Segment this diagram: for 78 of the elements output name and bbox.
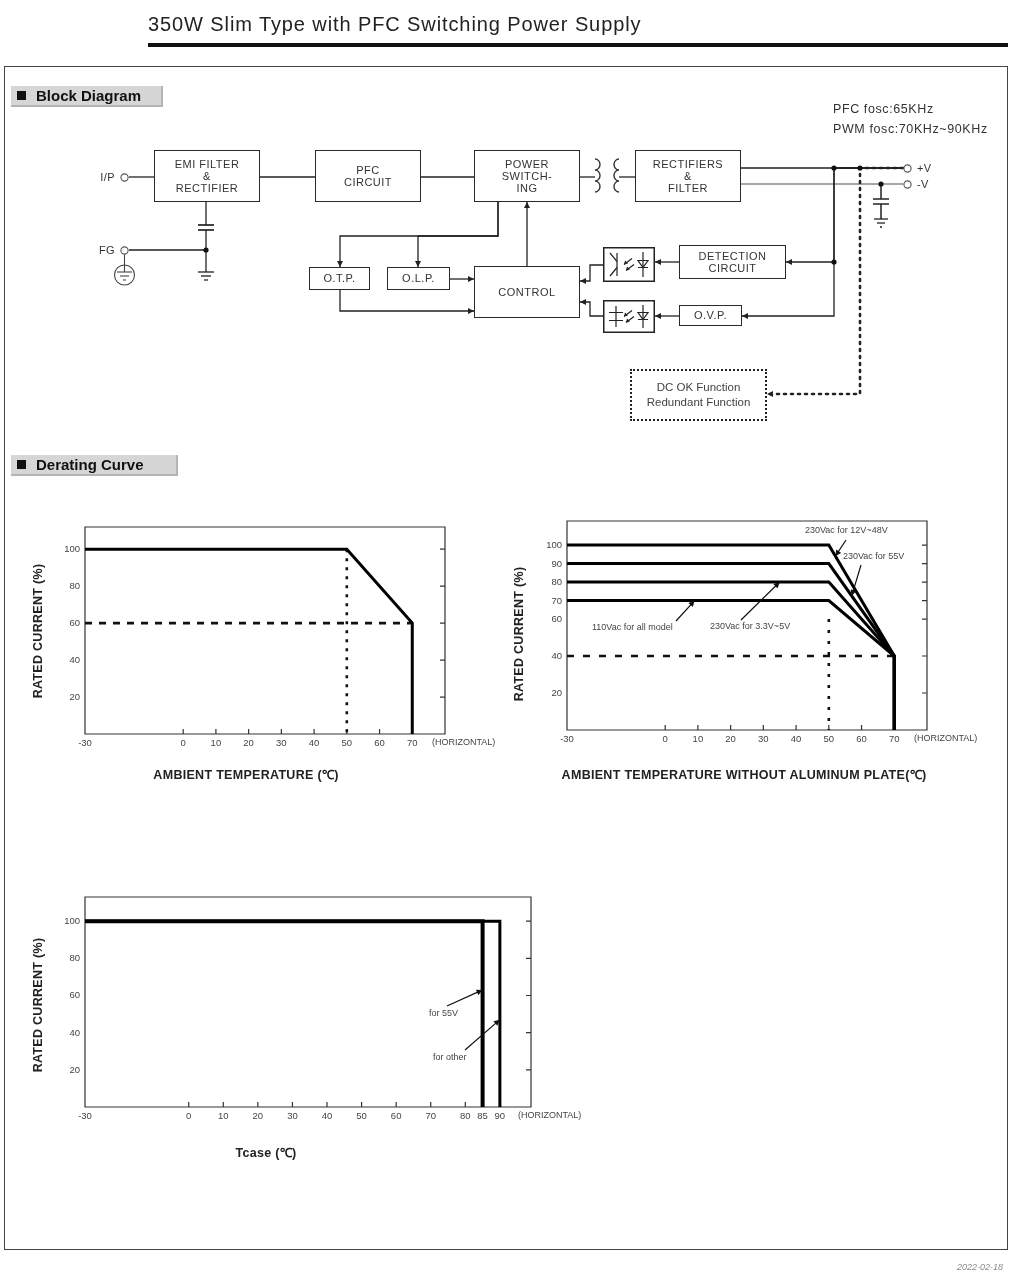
tick-label: -30 — [560, 734, 574, 744]
tick-label: 60 — [69, 618, 80, 628]
tick-label: 10 — [210, 738, 222, 748]
tick-label: 40 — [308, 738, 320, 748]
terminal-label: -V — [917, 178, 929, 190]
block-label: O.V.P. — [694, 309, 727, 322]
axis-note: (HORIZONTAL) — [914, 734, 978, 743]
terminal-label: +V — [917, 162, 932, 174]
tick-label: 40 — [69, 1027, 80, 1038]
annotation-label: 230Vac for 12V~48V — [805, 526, 888, 535]
block-label: RECTIFIERS & FILTER — [651, 157, 725, 195]
tick-label: 40 — [551, 651, 562, 661]
tick-label: 60 — [856, 734, 867, 744]
axis-title: Tcase (℃) — [235, 1147, 297, 1160]
terminal-label: I/P — [100, 171, 115, 183]
tick-label: 80 — [69, 953, 80, 964]
tick-label: 100 — [546, 540, 562, 550]
section-title: Derating Curve — [36, 457, 144, 472]
tick-label: -30 — [78, 738, 92, 748]
tick-label: 60 — [374, 738, 385, 748]
block-label: O.L.P. — [402, 272, 435, 285]
tick-label: 70 — [551, 595, 562, 606]
terminal-label: FG — [98, 244, 115, 256]
page-title: 350W Slim Type with PFC Switching Power Supply — [148, 13, 642, 35]
block-label: CONTROL — [498, 285, 556, 299]
tick-label: 50 — [341, 738, 353, 748]
tick-label: -30 — [78, 1111, 92, 1121]
axis-note: (HORIZONTAL) — [432, 738, 496, 747]
axis-title: AMBIENT TEMPERATURE WITHOUT ALUMINUM PLATE(℃) — [561, 769, 927, 782]
tick-label: 30 — [287, 1111, 298, 1121]
tick-label: 40 — [321, 1111, 333, 1121]
axis-title: RATED CURRENT (%) — [512, 566, 526, 702]
tick-label: 60 — [551, 614, 562, 624]
axis-title: RATED CURRENT (%) — [31, 937, 45, 1073]
frequency-note: PFC fosc:65KHz — [833, 103, 934, 117]
tick-label: 20 — [252, 1111, 264, 1121]
tick-label: 60 — [390, 1111, 402, 1121]
tick-label: 30 — [758, 734, 769, 744]
block-label: DC OK Function — [656, 381, 741, 394]
block-label: POWER SWITCH- ING — [500, 157, 554, 195]
tick-label: 90 — [494, 1111, 506, 1121]
tick-label: 10 — [692, 734, 704, 744]
tick-label: 20 — [551, 688, 562, 698]
tick-label: 40 — [69, 655, 80, 665]
tick-label: 70 — [889, 734, 900, 744]
block-label: O.T.P. — [323, 272, 356, 285]
block-label: PFC CIRCUIT — [342, 163, 394, 189]
tick-label: 20 — [69, 692, 80, 702]
tick-label: 80 — [551, 577, 562, 587]
tick-label: 80 — [69, 581, 80, 591]
tick-label: 50 — [823, 734, 835, 744]
tick-label: 40 — [790, 734, 802, 744]
tick-label: 80 — [460, 1111, 471, 1121]
section-title: Block Diagram — [36, 88, 142, 103]
tick-label: 100 — [64, 544, 80, 554]
tick-label: 0 — [662, 734, 668, 744]
tick-label: 100 — [64, 916, 80, 926]
tick-label: 0 — [186, 1111, 192, 1121]
axis-title: RATED CURRENT (%) — [31, 563, 45, 699]
tick-label: 85 — [477, 1111, 488, 1121]
tick-label: 20 — [725, 734, 736, 744]
tick-label: 0 — [180, 738, 186, 748]
axis-note: (HORIZONTAL) — [518, 1111, 582, 1120]
tick-label: 50 — [356, 1111, 367, 1121]
tick-label: 20 — [69, 1065, 80, 1075]
tick-label: 90 — [551, 558, 562, 569]
tick-label: 10 — [218, 1111, 229, 1121]
tick-label: 70 — [407, 738, 418, 748]
tick-label: 30 — [276, 738, 287, 748]
footer-date: 2022-02-18 — [956, 1263, 1003, 1273]
tick-label: 60 — [69, 990, 80, 1001]
frequency-note: PWM fosc:70KHz~90KHz — [833, 123, 988, 137]
tick-label: 20 — [243, 738, 254, 748]
block-label: EMI FILTER & RECTIFIER — [173, 157, 241, 195]
axis-title: AMBIENT TEMPERATURE (℃) — [153, 769, 339, 782]
tick-label: 70 — [425, 1111, 436, 1121]
block-label: DETECTION CIRCUIT — [697, 249, 768, 275]
block-label: Redundant Function — [646, 396, 751, 409]
